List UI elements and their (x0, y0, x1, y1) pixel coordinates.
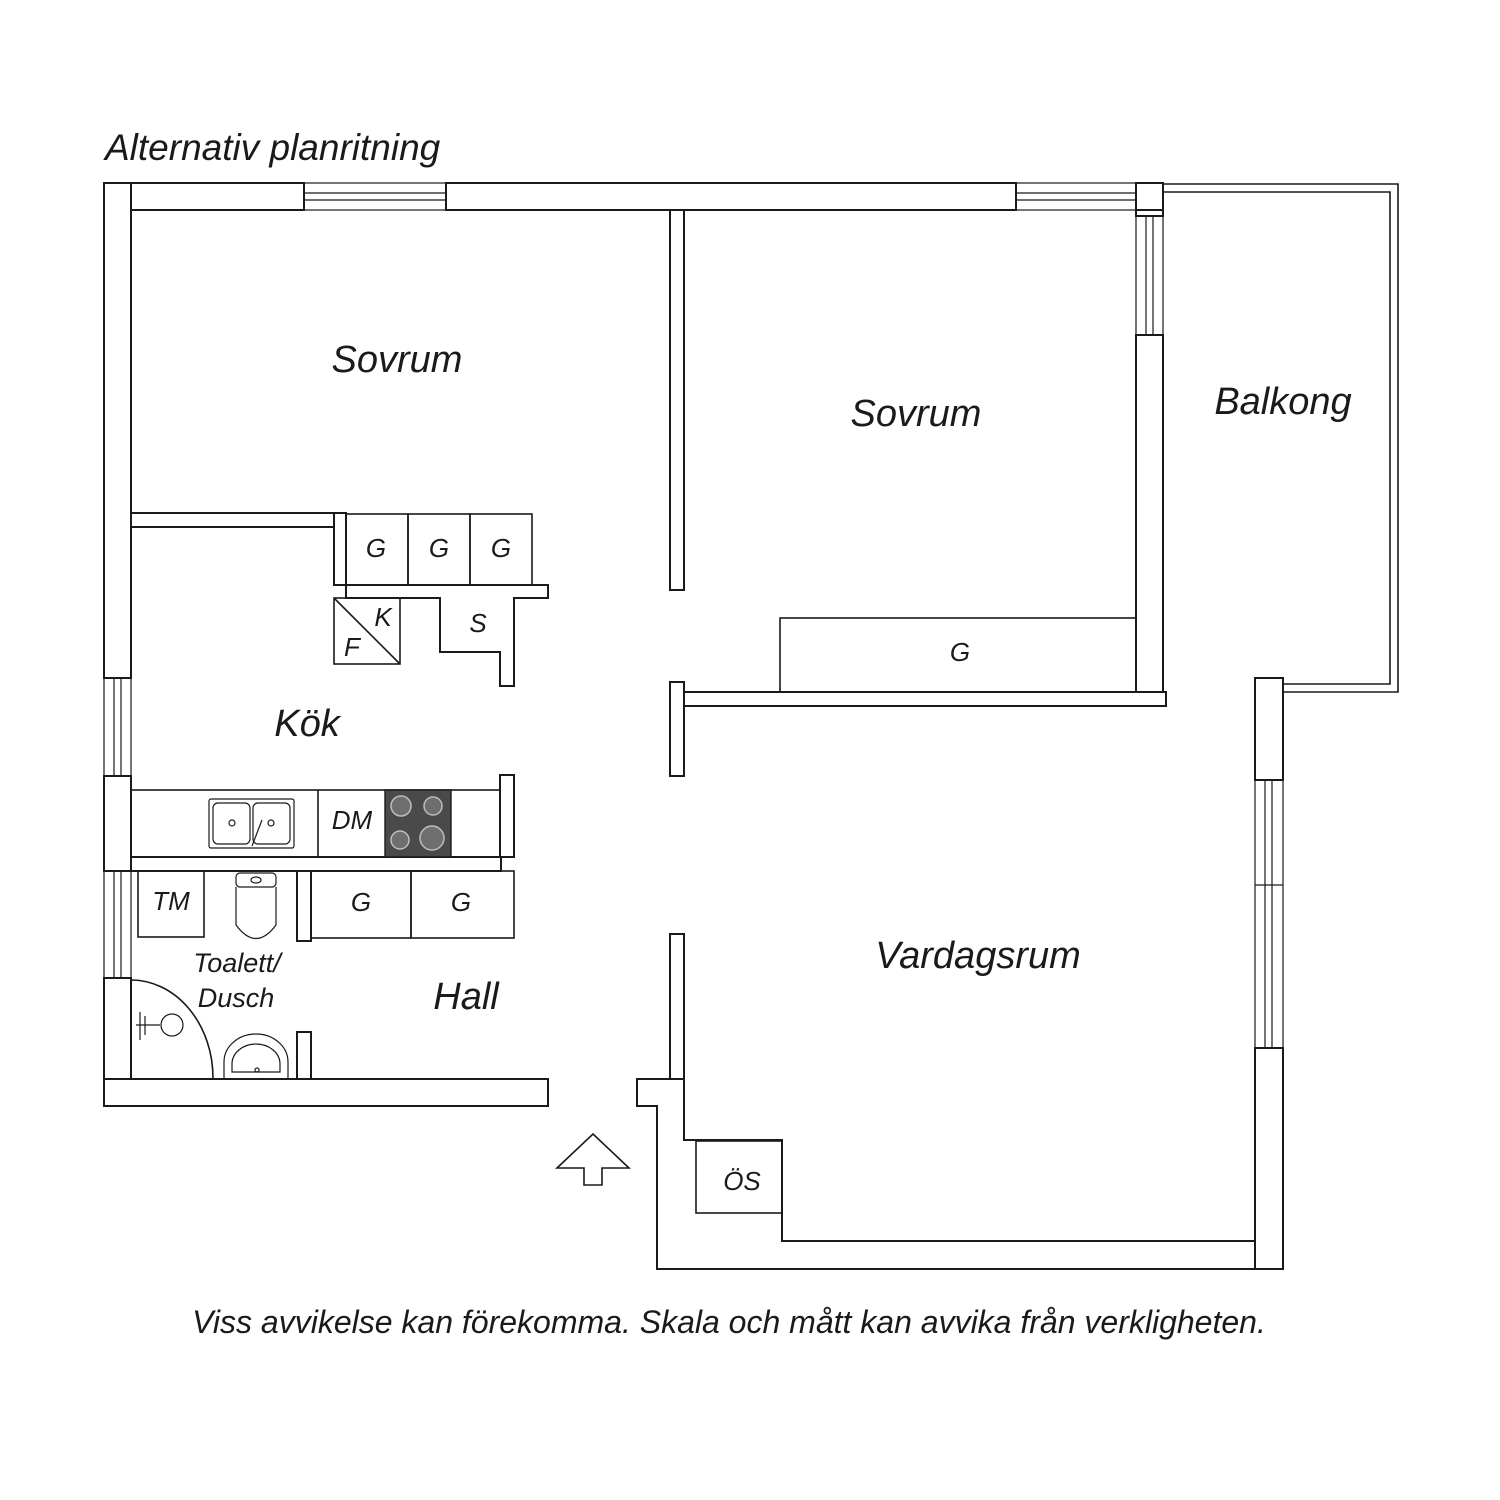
room-label-balcony: Balkong (1214, 381, 1351, 423)
wardrobe-label: G (366, 533, 386, 563)
room-label-bedroom-1: Sovrum (332, 339, 463, 381)
wardrobe-bedroom-2 (779, 617, 1137, 693)
entrance-arrow-icon (554, 1132, 632, 1186)
shower-icon (130, 979, 214, 1079)
room-label-bedroom-2: Sovrum (851, 393, 982, 435)
balcony-outline (1163, 183, 1399, 693)
room-label-kitchen: Kök (274, 703, 341, 745)
room-label-living-room: Vardagsrum (875, 935, 1081, 977)
toilet-icon (235, 872, 277, 940)
wardrobe-label: G (429, 533, 449, 563)
disclaimer-text: Viss avvikelse kan förekomma. Skala och … (192, 1304, 1266, 1340)
overcoat-closet (695, 1140, 783, 1214)
room-label-bathroom-line-2: Dusch (198, 983, 275, 1013)
wardrobe-label: G (950, 637, 970, 667)
sink-icon (208, 798, 295, 849)
fridge-label: K (374, 602, 393, 632)
wardrobe-label: G (351, 887, 371, 917)
wardrobes-bedroom-1 (345, 513, 533, 586)
wardrobe-label: G (451, 887, 471, 917)
room-label-bathroom-line-1: Toalett/ (193, 948, 283, 978)
washbasin-icon (223, 1033, 289, 1079)
dishwasher-label: DM (332, 805, 373, 835)
pantry-label: S (469, 608, 487, 638)
overcoat-closet-label: ÖS (723, 1166, 761, 1196)
washing-machine-label: TM (152, 886, 190, 916)
stove-icon (384, 789, 452, 858)
interior-walls (130, 209, 685, 1080)
wardrobe-label: G (491, 533, 511, 563)
washing-machine (137, 870, 205, 938)
freezer-label: F (344, 632, 362, 662)
fridge-freezer (333, 597, 401, 665)
wardrobes-hall (310, 870, 515, 939)
room-label-hall: Hall (433, 976, 500, 1018)
kitchen-counter (130, 789, 501, 858)
windows (103, 182, 1284, 1049)
plan-title: Alternativ planritning (103, 127, 441, 168)
